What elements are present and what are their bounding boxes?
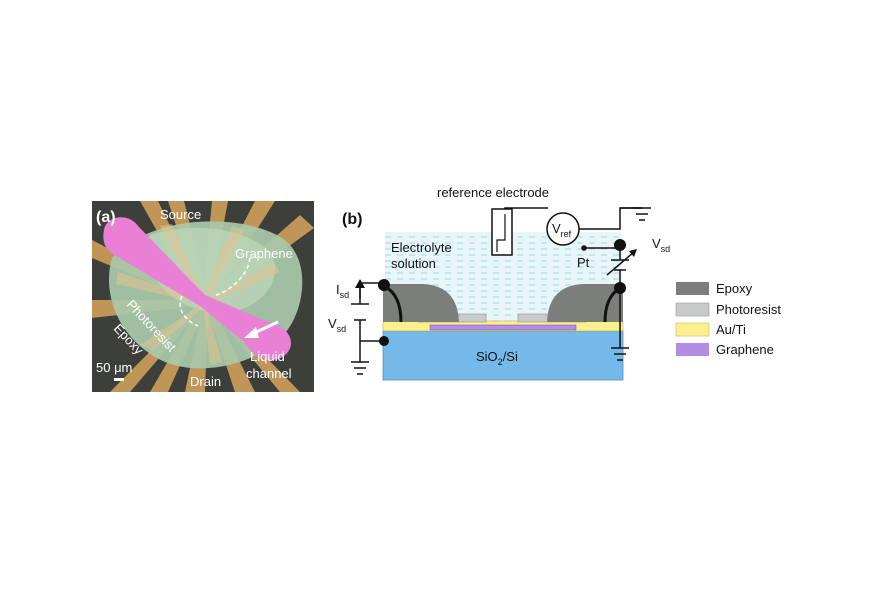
right-electrode-junction — [614, 282, 626, 294]
vsd-arrow-head — [629, 249, 637, 257]
panel-a-label: (a) — [96, 209, 116, 226]
legend-swatch-epoxy — [676, 282, 709, 295]
legend-label-epoxy: Epoxy — [716, 281, 753, 296]
pt-electrode — [581, 245, 587, 251]
substrate — [382, 330, 624, 381]
label-channel: channel — [246, 366, 292, 381]
scale-bar — [114, 378, 124, 381]
flow-arrow-head — [244, 327, 259, 338]
legend-label-photoresist: Photoresist — [716, 302, 781, 317]
epoxy-right — [547, 284, 623, 322]
label-liquid: Liquid — [250, 349, 285, 364]
epoxy-left — [383, 284, 459, 322]
svg-text:solution: solution — [391, 256, 436, 271]
channel-boundary-upper — [213, 257, 251, 297]
graphene-strip — [429, 324, 577, 331]
isd-arrow-head — [355, 279, 365, 288]
pt-junction — [614, 239, 626, 251]
substrate-label: SiO2/Si — [476, 349, 518, 367]
legend-swatch-photoresist — [675, 302, 710, 317]
ground-symbol-top — [633, 207, 651, 221]
vsd-source-right — [606, 251, 635, 276]
legend-label-graphene: Graphene — [716, 342, 774, 357]
label-graphene: Graphene — [235, 246, 293, 261]
reference-electrode — [491, 208, 513, 256]
left-electrode-junction — [378, 279, 390, 291]
svg-text:Electrolyte: Electrolyte — [391, 240, 452, 255]
pt-label: Pt — [577, 255, 590, 270]
vref-meter — [546, 212, 580, 246]
legend-swatch-graphene — [676, 343, 709, 356]
vref-label: Vref — [552, 221, 572, 239]
isd-label: Isd — [336, 282, 349, 300]
left-substrate-junction — [379, 336, 389, 346]
vsd-left-label: Vsd — [328, 316, 346, 334]
vsd-right-label: Vsd — [652, 236, 670, 254]
panel-b-label: (b) — [342, 211, 362, 228]
label-drain: Drain — [190, 374, 221, 389]
reference-electrode-inner — [496, 214, 506, 252]
electrolyte-label: Electrolyte solution — [391, 240, 452, 271]
legend-label-au-ti: Au/Ti — [716, 322, 746, 337]
legend: Epoxy Photoresist Au/Ti Graphene — [675, 281, 781, 357]
label-source: Source — [160, 207, 201, 222]
panel-a-micrograph — [92, 201, 314, 392]
ground-symbol-right — [611, 347, 629, 361]
reference-electrode-label: reference electrode — [437, 185, 549, 200]
legend-swatch-au-ti — [675, 322, 710, 337]
vsd-source-left — [351, 303, 369, 321]
channel-boundary-lower — [179, 295, 199, 327]
label-scale: 50 μm — [96, 360, 132, 375]
ground-symbol-left — [351, 361, 369, 375]
liquid-channel — [103, 217, 291, 361]
